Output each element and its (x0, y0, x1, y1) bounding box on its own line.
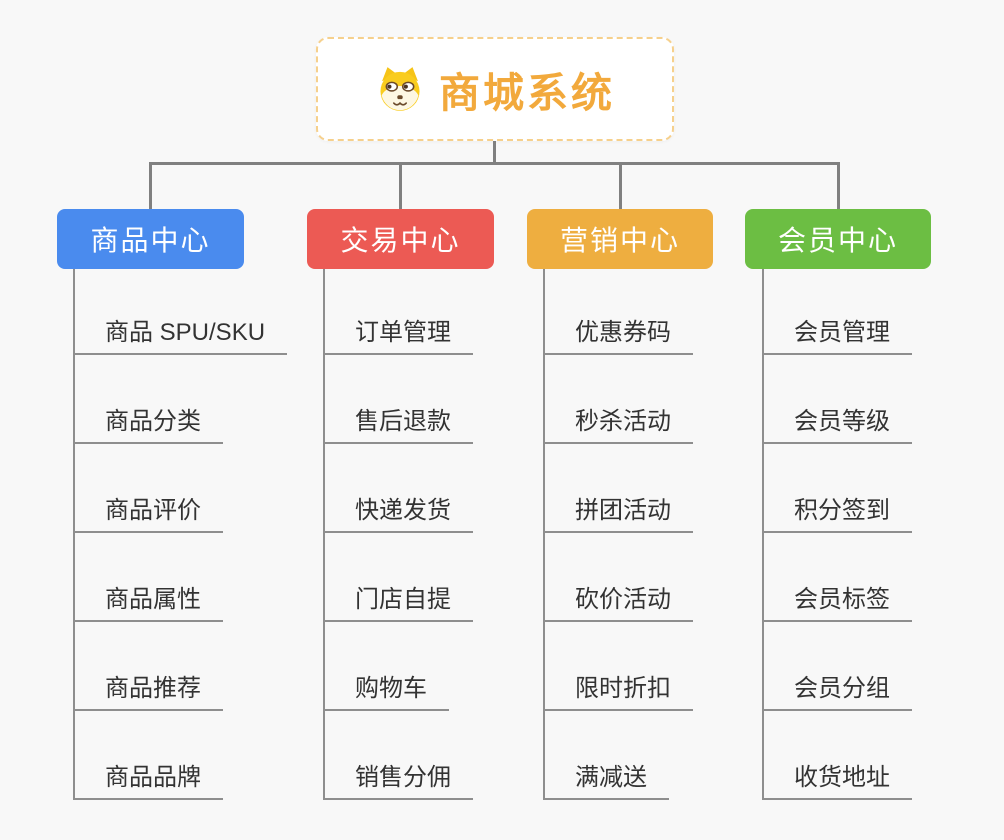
branch-trade-center[interactable]: 交易中心 (307, 209, 494, 269)
spine-marketing (543, 269, 545, 800)
child-node[interactable]: 会员等级 (762, 355, 912, 444)
branch-product-children: 商品 SPU/SKU 商品分类 商品评价 商品属性 商品推荐 商品品牌 (73, 266, 288, 800)
connector-drop-marketing (619, 163, 622, 210)
spine-member (762, 269, 764, 800)
child-node[interactable]: 订单管理 (323, 266, 473, 355)
spine-trade (323, 269, 325, 800)
child-node[interactable]: 购物车 (323, 622, 449, 711)
child-node[interactable]: 砍价活动 (543, 533, 693, 622)
connector-root-drop (493, 141, 496, 165)
child-node[interactable]: 商品 SPU/SKU (73, 266, 288, 355)
connector-drop-trade (399, 163, 402, 210)
child-node[interactable]: 商品推荐 (73, 622, 223, 711)
connector-drop-member (837, 163, 840, 210)
child-node[interactable]: 收货地址 (762, 711, 912, 800)
connector-drop-product (149, 163, 152, 210)
child-node[interactable]: 限时折扣 (543, 622, 693, 711)
child-node[interactable]: 优惠券码 (543, 266, 693, 355)
child-node[interactable]: 销售分佣 (323, 711, 473, 800)
child-node[interactable]: 商品属性 (73, 533, 223, 622)
branch-trade-children: 订单管理 售后退款 快递发货 门店自提 购物车 销售分佣 (323, 266, 473, 800)
child-node[interactable]: 积分签到 (762, 444, 912, 533)
child-node[interactable]: 售后退款 (323, 355, 473, 444)
connector-horizontal (149, 162, 840, 165)
branch-marketing-center[interactable]: 营销中心 (527, 209, 713, 269)
root-node[interactable]: 商城系统 (316, 37, 674, 141)
child-node[interactable]: 商品品牌 (73, 711, 223, 800)
child-node[interactable]: 满减送 (543, 711, 669, 800)
root-title: 商城系统 (439, 70, 615, 116)
child-node[interactable]: 会员标签 (762, 533, 912, 622)
branch-product-center[interactable]: 商品中心 (57, 209, 244, 269)
dog-face-icon (375, 64, 425, 114)
child-node[interactable]: 秒杀活动 (543, 355, 693, 444)
child-node[interactable]: 门店自提 (323, 533, 473, 622)
child-node[interactable]: 商品评价 (73, 444, 223, 533)
child-node[interactable]: 会员分组 (762, 622, 912, 711)
branch-member-children: 会员管理 会员等级 积分签到 会员标签 会员分组 收货地址 (762, 266, 912, 800)
branch-member-center[interactable]: 会员中心 (745, 209, 931, 269)
child-node[interactable]: 会员管理 (762, 266, 912, 355)
child-node[interactable]: 快递发货 (323, 444, 473, 533)
child-node[interactable]: 拼团活动 (543, 444, 693, 533)
child-node[interactable]: 商品分类 (73, 355, 223, 444)
spine-product (73, 269, 75, 800)
branch-marketing-children: 优惠券码 秒杀活动 拼团活动 砍价活动 限时折扣 满减送 (543, 266, 693, 800)
